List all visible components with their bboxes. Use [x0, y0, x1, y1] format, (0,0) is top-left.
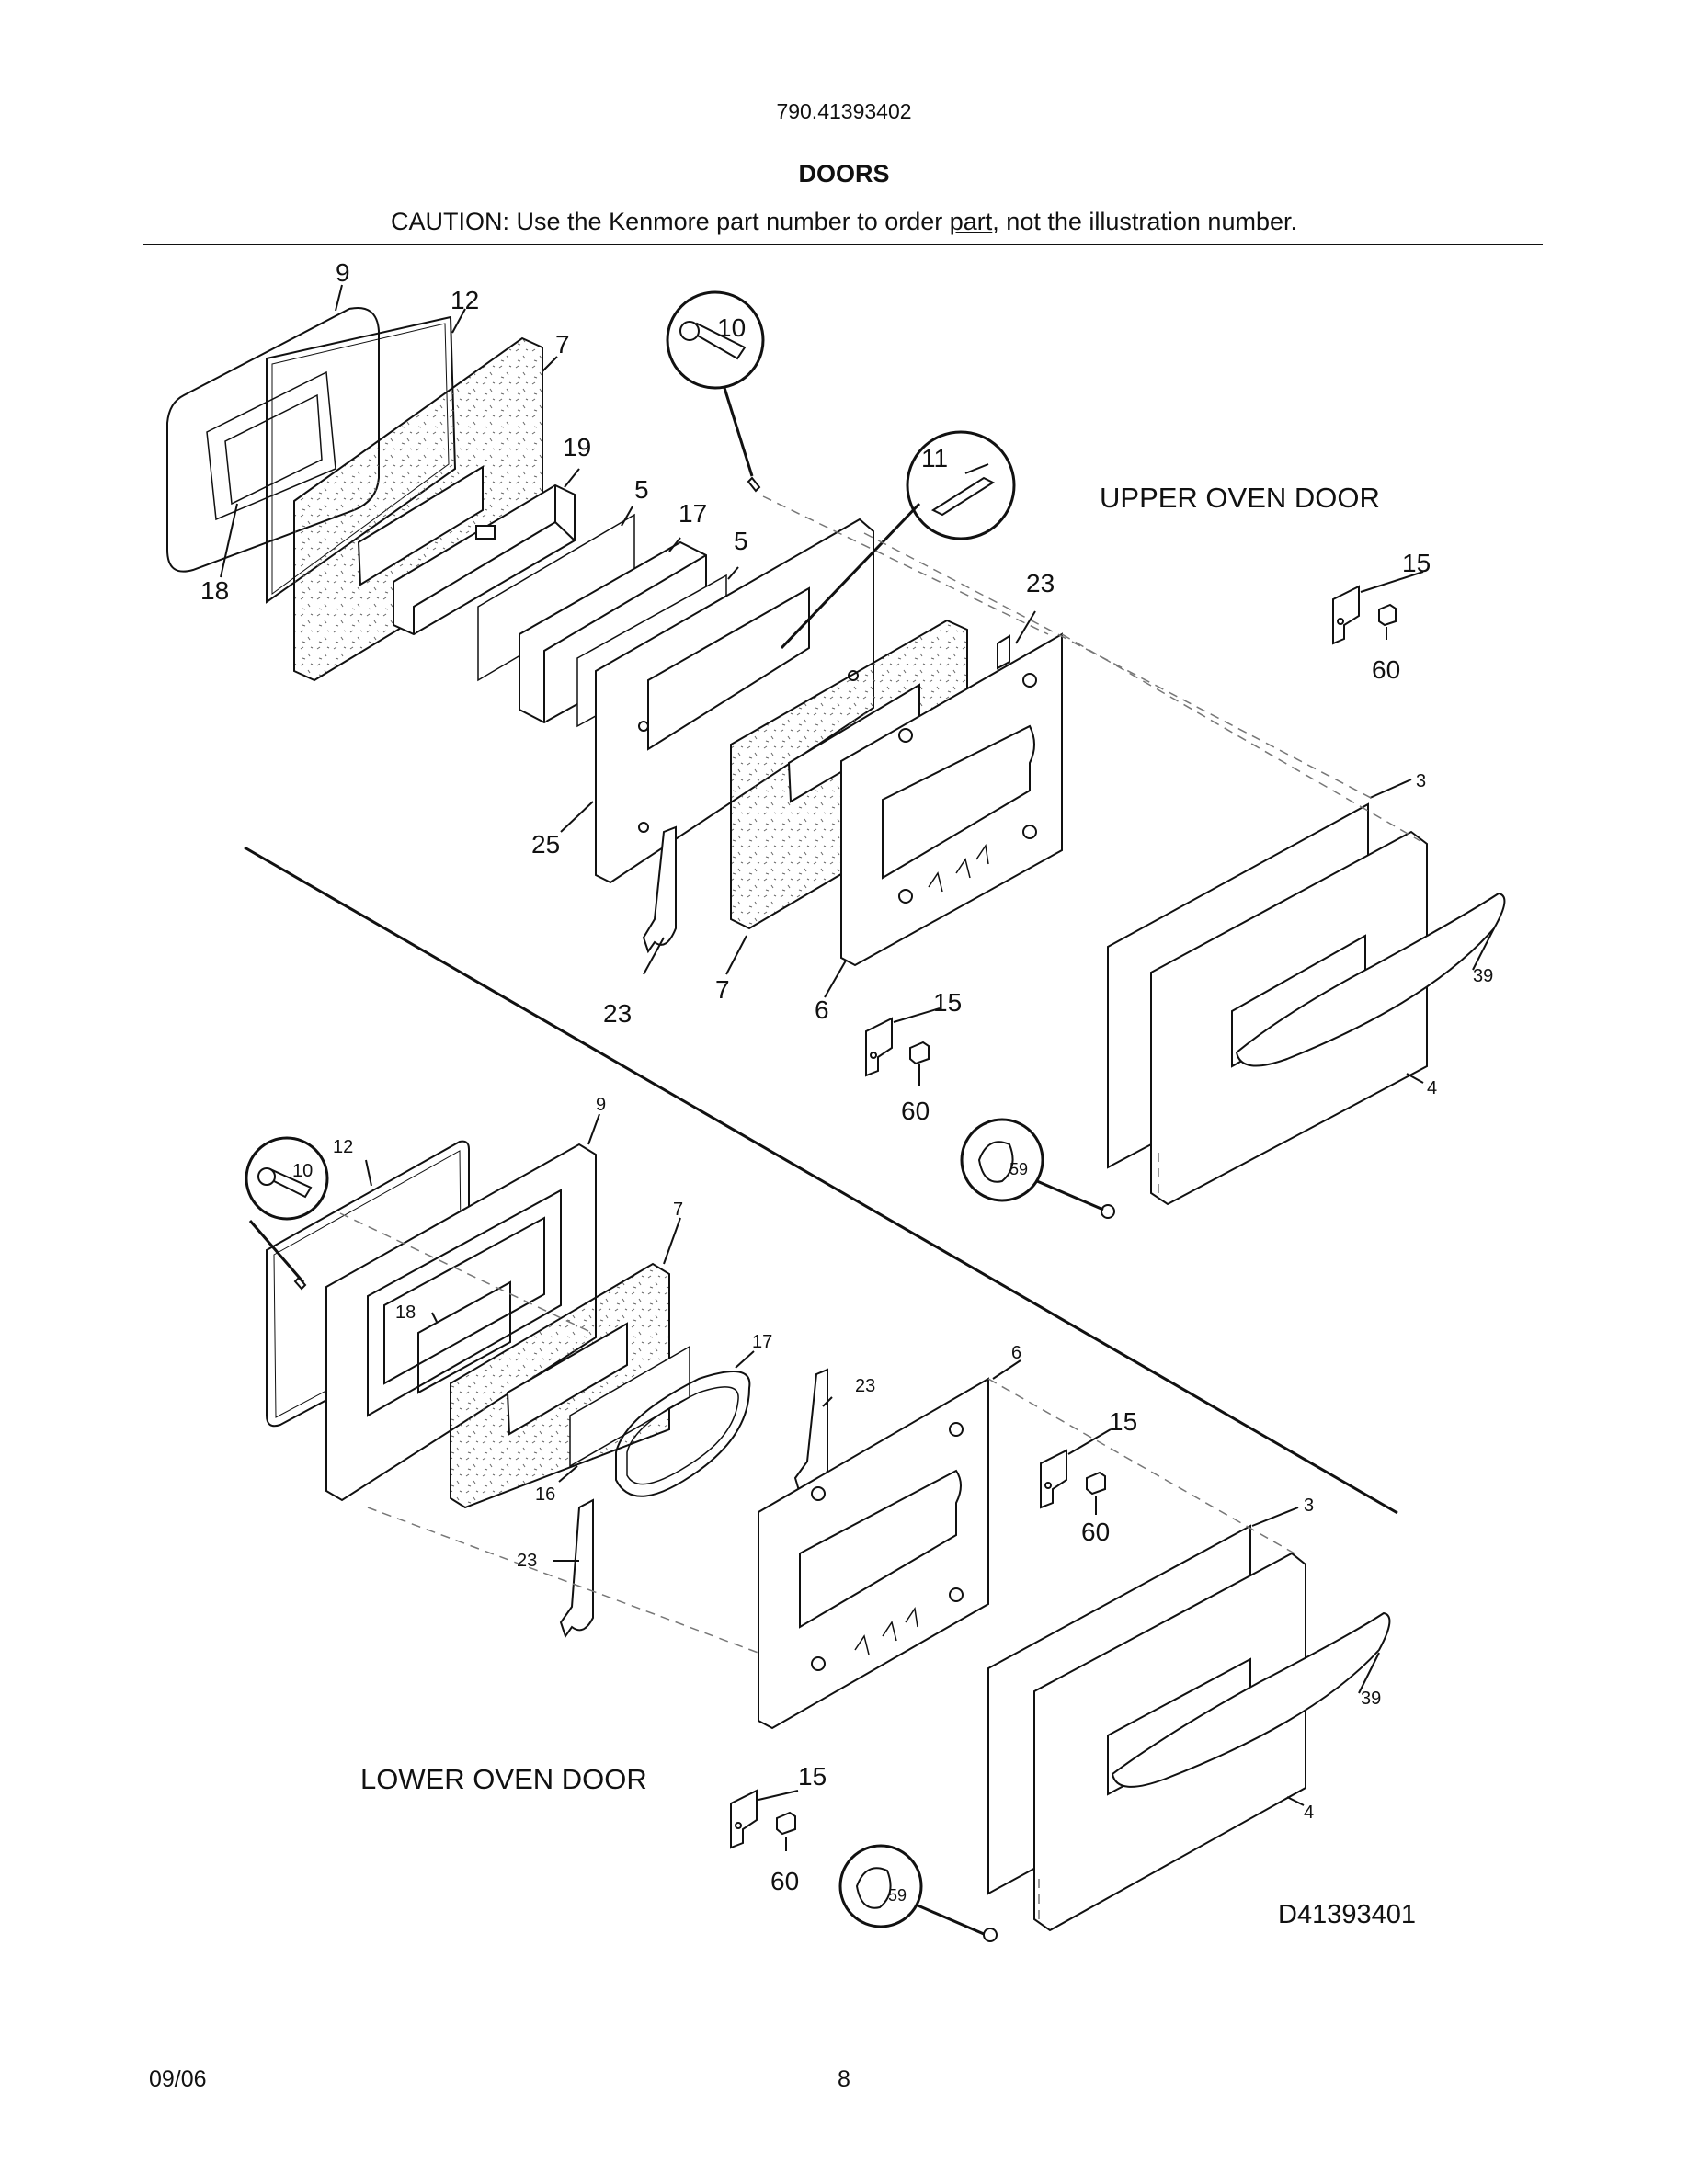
- upper-leader-lines: [220, 284, 1495, 1211]
- lower-callout-60a: 60: [1081, 1518, 1110, 1546]
- page-title: DOORS: [798, 160, 890, 188]
- lower-callout-15b: 15: [798, 1762, 827, 1791]
- upper-callout-6: 6: [815, 995, 829, 1024]
- lower-part-15-bracket: [1040, 1449, 1067, 1509]
- lower-callout-6: 6: [1011, 1343, 1021, 1363]
- lower-dashed-guides: [339, 1212, 1295, 1919]
- lower-callout-16: 16: [535, 1484, 555, 1505]
- upper-callout-19: 19: [563, 433, 591, 461]
- upper-callout-labels: 9 12 7 19 5 17 5 18 10 11 23 15 60 25 23…: [200, 258, 1493, 1178]
- upper-part-23-hinge-right: [997, 634, 1010, 670]
- upper-callout-4: 4: [1427, 1078, 1437, 1098]
- upper-callout-9: 9: [336, 258, 350, 287]
- upper-callout-15a: 15: [1402, 549, 1431, 577]
- model-number: 790.41393402: [776, 99, 912, 123]
- upper-part-23-hinge-left: [642, 825, 677, 954]
- upper-part-15-bracket: [1332, 585, 1360, 645]
- header-rule: [143, 244, 1543, 245]
- lower-part-39-handle: [1111, 1611, 1391, 1788]
- upper-callout-5b: 5: [734, 527, 748, 555]
- upper-part-39-handle: [1235, 892, 1506, 1067]
- lower-callout-12: 12: [333, 1137, 353, 1157]
- upper-callout-7a: 7: [555, 330, 570, 358]
- lower-callout-9: 9: [596, 1095, 606, 1115]
- section-divider: [244, 846, 1398, 1515]
- lower-callout-3: 3: [1304, 1496, 1314, 1516]
- upper-part-59-bumper: [1101, 1204, 1115, 1219]
- footer-page-number: 8: [838, 2066, 850, 2092]
- upper-callout-7b: 7: [715, 975, 730, 1004]
- caution-note: CAUTION: Use the Kenmore part number to …: [0, 208, 1688, 236]
- lower-callout-17: 17: [752, 1332, 772, 1352]
- upper-callout-5a: 5: [634, 475, 649, 504]
- lower-callout-10: 10: [292, 1161, 313, 1181]
- lower-part-17-window-gasket: [615, 1371, 751, 1497]
- caution-prefix: CAUTION: Use the Kenmore part number to …: [391, 208, 950, 235]
- upper-detail-11-circle: [906, 430, 1016, 540]
- lower-callout-39: 39: [1361, 1689, 1381, 1709]
- upper-callout-18: 18: [200, 576, 229, 605]
- lower-part-15-bracket-b: [730, 1789, 758, 1849]
- upper-callout-15b: 15: [933, 988, 962, 1017]
- diagram-id: D41393401: [1278, 1900, 1416, 1929]
- lower-callout-4: 4: [1304, 1803, 1314, 1823]
- upper-callout-3: 3: [1416, 771, 1426, 791]
- lower-callout-60b: 60: [770, 1867, 799, 1895]
- footer-date: 09/06: [149, 2066, 207, 2092]
- upper-callout-10: 10: [717, 313, 746, 342]
- lower-callout-23b: 23: [517, 1551, 537, 1571]
- lower-oven-door-group: [245, 1136, 1391, 1942]
- lower-callout-59: 59: [888, 1886, 907, 1905]
- lower-callout-15a: 15: [1109, 1407, 1137, 1436]
- upper-callout-25: 25: [531, 830, 560, 859]
- lower-callout-23a: 23: [855, 1376, 875, 1396]
- upper-dashed-guides: [762, 495, 1421, 1193]
- upper-part-60-clip: [1378, 603, 1397, 627]
- lower-callout-7: 7: [673, 1200, 683, 1220]
- caution-suffix: , not the illustration number.: [992, 208, 1297, 235]
- lower-callout-labels: 9 12 10 7 18 17 16 23 6 15 60 23 3 39 4 …: [292, 1095, 1381, 1905]
- upper-callout-60b: 60: [901, 1097, 930, 1125]
- upper-part-60-clip-b: [909, 1041, 930, 1065]
- upper-callout-39: 39: [1473, 966, 1493, 986]
- upper-callout-23a: 23: [1026, 569, 1055, 597]
- lower-leader-lines: [248, 1113, 1380, 1936]
- lower-callout-18: 18: [395, 1302, 416, 1323]
- upper-callout-11: 11: [921, 444, 948, 472]
- lower-part-60-clip: [1086, 1471, 1106, 1496]
- upper-callout-59: 59: [1009, 1160, 1028, 1178]
- upper-callout-12: 12: [451, 286, 479, 314]
- caution-underlined-word: part: [949, 208, 993, 235]
- lower-part-60-clip-b: [776, 1811, 796, 1836]
- upper-oven-door-group: [166, 290, 1506, 1219]
- upper-callout-60a: 60: [1372, 655, 1400, 684]
- upper-oven-door-label: UPPER OVEN DOOR: [1100, 482, 1380, 514]
- upper-callout-17: 17: [679, 499, 707, 528]
- lower-oven-door-label: LOWER OVEN DOOR: [360, 1763, 647, 1795]
- upper-callout-23b: 23: [603, 999, 632, 1028]
- lower-part-18-inner-window: [417, 1280, 511, 1394]
- lower-part-59-bumper: [983, 1928, 998, 1942]
- lower-part-23-hinge-lower: [559, 1498, 594, 1639]
- upper-part-15-bracket-b: [865, 1017, 893, 1077]
